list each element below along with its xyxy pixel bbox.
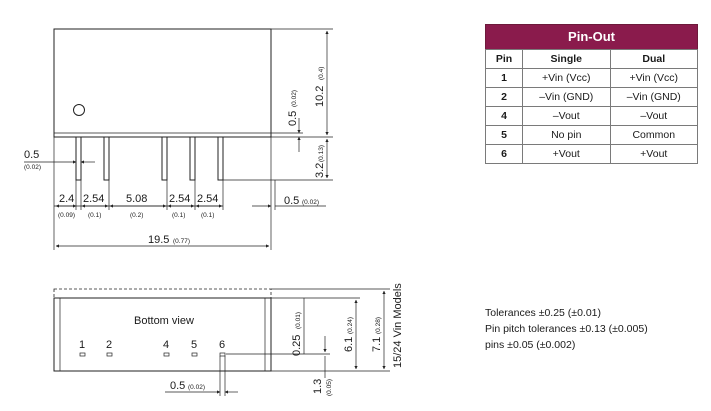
dim-spacing-5-inch: (0.1)	[201, 212, 214, 219]
cell-pin: 5	[485, 125, 523, 145]
dim-height-inch: (0.4)	[318, 67, 325, 80]
dim-pin-width-inch: (0.02)	[24, 164, 41, 171]
table-row: 4 –Vout –Vout	[485, 106, 698, 126]
pin-out-title: Pin-Out	[485, 24, 698, 49]
dim-pin-row-inch: (0.24)	[347, 317, 354, 334]
note-tolerances: Tolerances ±0.25 (±0.01)	[485, 307, 602, 319]
dim-standoff-inch: (0.02)	[291, 90, 298, 107]
pin-2	[103, 136, 110, 181]
pin-number-2: 2	[106, 339, 112, 351]
dim-depth-note: 15/24 Vin Models	[392, 283, 404, 368]
header-single: Single	[522, 49, 611, 69]
header-dual: Dual	[609, 49, 698, 69]
front-view: 10.2 (0.4) 0.5 (0.02) 3.2 (0.13) 0.5 (0.…	[24, 28, 333, 250]
dim-depth-inch: (0.28)	[375, 317, 382, 334]
dim-spacing-2-inch: (0.1)	[88, 212, 101, 219]
pin-5	[189, 136, 196, 181]
dim-spacing-1-inch: (0.09)	[58, 212, 75, 219]
dim-spacing-5-value: 2.54	[197, 193, 218, 205]
pin-6	[217, 136, 224, 181]
pin-number-5: 5	[191, 339, 197, 351]
dim-height-value: 10.2	[314, 86, 326, 107]
cell-pin: 6	[485, 144, 523, 164]
dim-pin-protrusion-value: 1.3	[312, 379, 324, 394]
table-row: 2 –Vin (GND) –Vin (GND)	[485, 87, 698, 107]
table-header-row: Pin Single Dual	[485, 49, 698, 69]
dim-depth-value: 7.1	[371, 337, 383, 352]
module-body	[53, 28, 272, 138]
cell-dual: +Vout	[609, 144, 698, 164]
dim-pin-width-value: 0.5	[24, 149, 39, 161]
cell-pin: 2	[485, 87, 523, 107]
dim-pin-length-inch: (0.13)	[318, 145, 325, 162]
cell-single: +Vout	[522, 144, 611, 164]
bottom-view-label: Bottom view	[134, 315, 194, 327]
pin1-marker	[73, 104, 85, 116]
dim-spacing-4-inch: (0.1)	[172, 212, 185, 219]
dim-standoff-value: 0.5	[287, 111, 299, 126]
cell-pin: 4	[485, 106, 523, 126]
table-row: 1 +Vin (Vcc) +Vin (Vcc)	[485, 68, 698, 88]
cell-single: +Vin (Vcc)	[522, 68, 611, 88]
dim-spacing-2-value: 2.54	[83, 193, 104, 205]
dim-spacing-1-value: 2.4	[59, 193, 74, 205]
dim-total-width-inch: (0.77)	[173, 238, 190, 245]
cell-single: No pin	[522, 125, 611, 145]
dim-end-offset-value: 0.5	[284, 195, 299, 207]
bottom-view: Bottom view 1 2 4 5 6 0.25 (0.01) 6.1 (0…	[53, 283, 404, 396]
pin-4	[161, 136, 168, 181]
cell-dual: –Vout	[609, 106, 698, 126]
bottom-body	[53, 297, 272, 372]
tolerance-notes: Tolerances ±0.25 (±0.01) Pin pitch toler…	[485, 305, 648, 353]
dim-end-offset-inch: (0.02)	[302, 199, 319, 206]
table-row: 6 +Vout +Vout	[485, 144, 698, 164]
dim-spacing-3-inch: (0.2)	[130, 212, 143, 219]
cell-dual: –Vin (GND)	[609, 87, 698, 107]
dim-spacing-4-value: 2.54	[169, 193, 190, 205]
dim-pin-size-inch: (0.02)	[188, 384, 205, 391]
cell-pin: 1	[485, 68, 523, 88]
header-pin: Pin	[485, 49, 523, 69]
dim-total-width-value: 19.5	[148, 234, 169, 246]
dim-pin-offset-value: 0.25	[291, 335, 303, 356]
cell-single: –Vout	[522, 106, 611, 126]
pin-number-1: 1	[79, 339, 85, 351]
dim-pin-protrusion-inch: (0.05)	[326, 379, 333, 396]
dim-pin-offset-inch: (0.01)	[295, 312, 302, 329]
pin-number-6: 6	[219, 339, 225, 351]
table-row: 5 No pin Common	[485, 125, 698, 145]
dim-pin-length-value: 3.2	[314, 163, 326, 178]
dim-spacing-3-value: 5.08	[126, 193, 147, 205]
cell-dual: +Vin (Vcc)	[609, 68, 698, 88]
dim-pin-size-value: 0.5	[170, 380, 185, 392]
pin-1	[75, 136, 82, 181]
pin-number-4: 4	[163, 339, 169, 351]
note-pin-pitch: Pin pitch tolerances ±0.13 (±0.005)	[485, 323, 648, 335]
cell-single: –Vin (GND)	[522, 87, 611, 107]
dim-pin-row-value: 6.1	[343, 337, 355, 352]
pin-out-table: Pin-Out Pin Single Dual 1 +Vin (Vcc) +Vi…	[485, 24, 698, 164]
cell-dual: Common	[609, 125, 698, 145]
note-pins: pins ±0.05 (±0.002)	[485, 339, 576, 351]
